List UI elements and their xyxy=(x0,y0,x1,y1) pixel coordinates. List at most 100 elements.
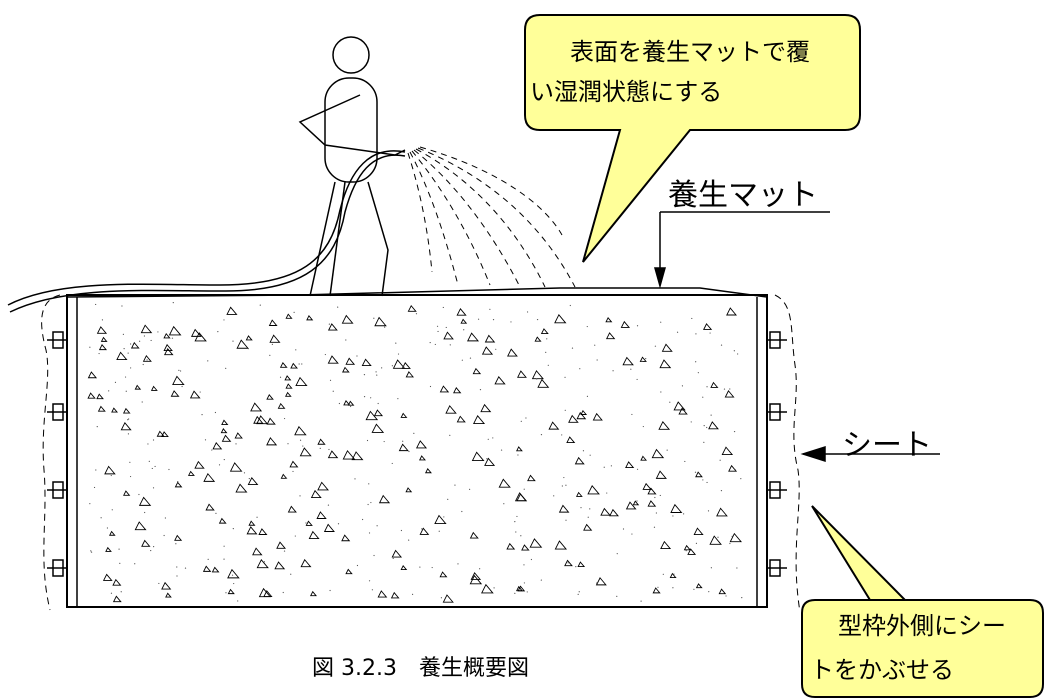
aggregate-mark xyxy=(97,405,106,412)
aggregate-dot xyxy=(709,332,711,334)
aggregate-dot xyxy=(493,587,495,589)
aggregate-dot xyxy=(271,343,273,345)
aggregate-mark xyxy=(266,417,276,425)
aggregate-dot xyxy=(413,432,415,434)
aggregate-mark xyxy=(104,465,116,475)
aggregate-mark xyxy=(721,446,734,456)
aggregate-mark xyxy=(300,558,312,568)
aggregate-dot xyxy=(589,454,591,456)
aggregate-dot xyxy=(571,347,574,349)
aggregate-dot xyxy=(299,439,302,441)
aggregate-dot xyxy=(487,438,489,440)
aggregate-dot xyxy=(653,526,656,528)
aggregate-dot xyxy=(636,500,638,502)
mat-label: 養生マット xyxy=(668,178,818,213)
aggregate-dot xyxy=(706,426,708,429)
aggregate-mark xyxy=(202,565,212,572)
aggregate-mark xyxy=(472,414,486,425)
aggregate-mark xyxy=(670,503,683,513)
aggregate-mark xyxy=(683,544,692,551)
curing-mat xyxy=(66,287,768,298)
aggregate-dot xyxy=(640,600,642,602)
aggregate-mark xyxy=(306,315,314,321)
aggregate-mark xyxy=(443,331,454,340)
aggregate-dot xyxy=(736,567,738,569)
aggregate-dot xyxy=(329,379,332,381)
aggregate-dot xyxy=(720,344,723,346)
aggregate-dot xyxy=(540,579,542,581)
aggregate-mark xyxy=(277,402,286,409)
aggregate-dot xyxy=(376,525,378,527)
aggregate-dot xyxy=(218,464,221,466)
aggregate-dot xyxy=(231,574,234,576)
aggregate-mark xyxy=(256,415,269,425)
aggregate-mark xyxy=(577,561,586,568)
aggregate-dot xyxy=(569,304,571,307)
aggregate-dot xyxy=(184,567,187,569)
aggregate-mark xyxy=(218,517,227,524)
aggregate-dot xyxy=(95,469,97,471)
aggregate-dot xyxy=(693,588,695,590)
formwork-clamps-left xyxy=(47,331,67,577)
aggregate-mark xyxy=(250,402,263,412)
aggregate-mark xyxy=(716,507,728,517)
aggregate-dot xyxy=(706,386,708,388)
aggregate-dot xyxy=(89,346,91,348)
aggregate-dot xyxy=(655,512,657,514)
aggregate-dot xyxy=(489,308,491,310)
aggregate-mark xyxy=(274,561,286,570)
aggregate-mark xyxy=(529,538,543,548)
aggregate-mark xyxy=(310,590,317,597)
aggregate-dot xyxy=(247,348,249,350)
aggregate-dot xyxy=(158,582,160,585)
aggregate-dot xyxy=(129,475,132,478)
aggregate-dot xyxy=(654,496,656,499)
aggregate-mark xyxy=(481,583,494,594)
aggregate-dot xyxy=(530,558,533,561)
aggregate-dot xyxy=(138,493,140,496)
aggregate-mark xyxy=(163,348,174,356)
aggregate-dot xyxy=(90,551,93,553)
aggregate-mark xyxy=(434,514,447,524)
aggregate-dot xyxy=(279,376,282,378)
aggregate-dot xyxy=(720,490,723,492)
aggregate-dot xyxy=(95,303,97,306)
aggregate-dot xyxy=(395,342,397,344)
aggregate-dot xyxy=(402,440,404,442)
aggregate-dot xyxy=(445,326,447,329)
aggregate-dot xyxy=(636,325,639,327)
aggregate-mark xyxy=(168,325,182,336)
hose xyxy=(7,150,406,306)
aggregate-dot xyxy=(98,352,100,355)
aggregate-dot xyxy=(225,367,227,369)
aggregate-dot xyxy=(741,597,743,599)
aggregate-mark xyxy=(726,307,737,316)
aggregate-dot xyxy=(684,460,686,463)
aggregate-dot xyxy=(337,306,339,308)
aggregate-dot xyxy=(345,339,347,341)
aggregate-dot xyxy=(391,365,393,367)
aggregate-dot xyxy=(225,592,227,594)
aggregate-dot xyxy=(89,503,91,505)
aggregate-mark xyxy=(558,504,570,513)
aggregate-dot xyxy=(400,529,403,532)
aggregate-mark xyxy=(445,405,457,414)
aggregate-dot xyxy=(606,492,608,494)
aggregate-dot xyxy=(127,352,129,354)
aggregate-mark xyxy=(327,355,339,364)
aggregate-dot xyxy=(248,477,250,480)
callout-top-line2: い湿潤状態にする xyxy=(530,78,723,106)
aggregate-mark xyxy=(269,334,281,343)
aggregate-dot xyxy=(582,450,585,452)
aggregate-mark xyxy=(415,440,428,449)
aggregate-mark xyxy=(341,534,351,542)
aggregate-dot xyxy=(443,516,445,518)
aggregate-mark xyxy=(521,544,530,551)
aggregate-dot xyxy=(514,592,516,595)
aggregate-dot xyxy=(129,461,131,463)
aggregate-dot xyxy=(514,521,516,523)
aggregate-dot xyxy=(354,478,356,480)
aggregate-mark xyxy=(374,316,387,327)
aggregate-dot xyxy=(457,563,459,565)
formwork-clamps-right xyxy=(767,331,787,577)
